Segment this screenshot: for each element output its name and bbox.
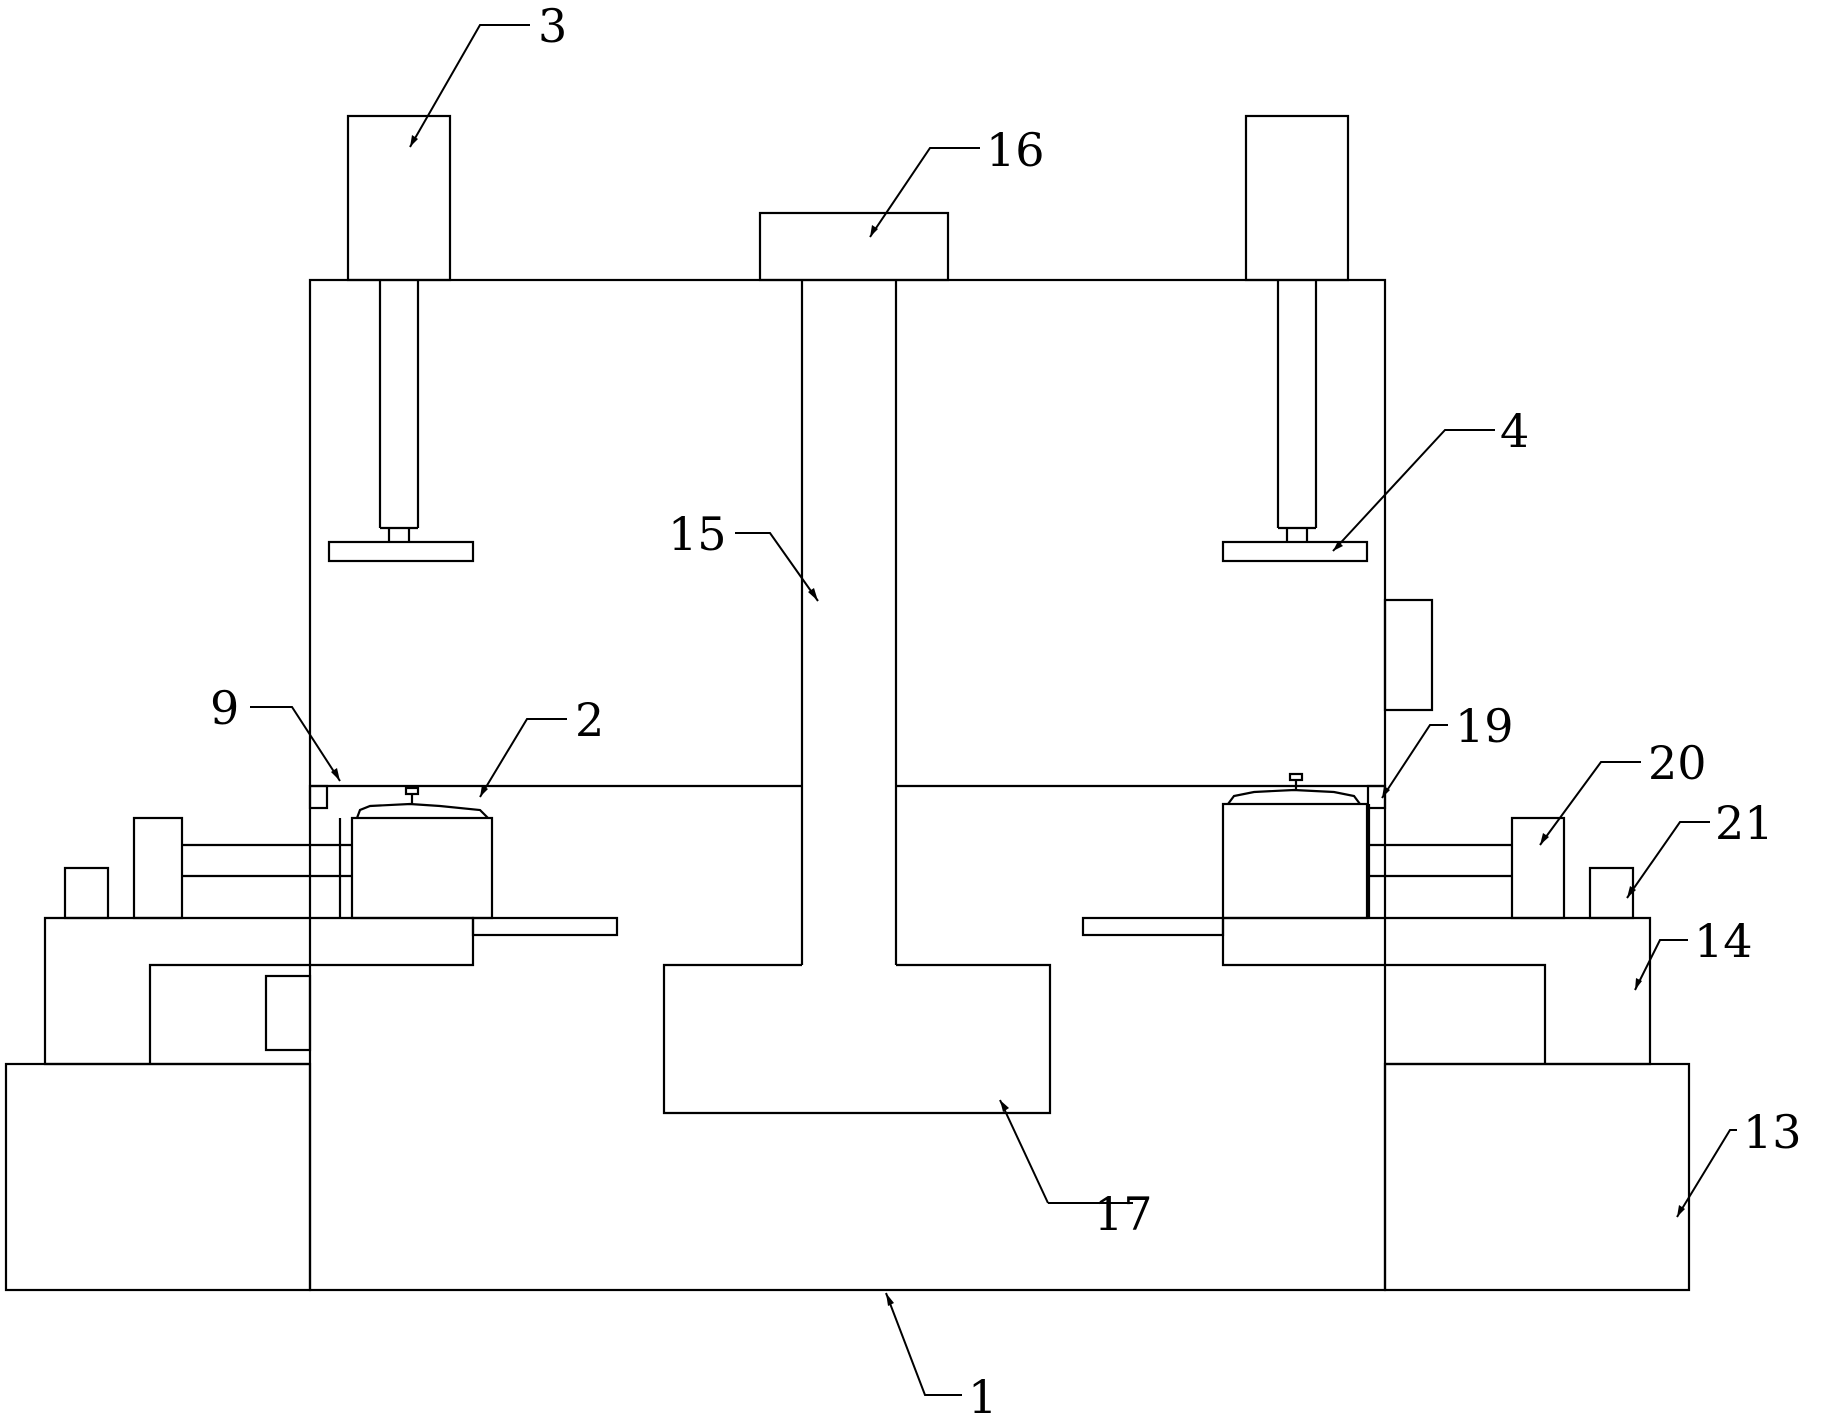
left-side-box bbox=[264, 974, 312, 1052]
left-outer-block bbox=[4, 1062, 312, 1292]
leader-14 bbox=[1634, 939, 1688, 991]
leader-9 bbox=[250, 706, 341, 782]
leader-16 bbox=[869, 147, 980, 238]
label-16: 16 bbox=[986, 123, 1045, 177]
leader-13 bbox=[1676, 1129, 1737, 1218]
left-top-motor-3 bbox=[346, 114, 452, 282]
label-14: 14 bbox=[1694, 914, 1753, 968]
leader-19 bbox=[1381, 724, 1448, 799]
center-top-motor-16 bbox=[758, 211, 950, 282]
left-press-plate bbox=[327, 540, 475, 563]
mixing-head-17 bbox=[662, 963, 1052, 1115]
label-20: 20 bbox=[1648, 736, 1707, 790]
label-15: 15 bbox=[668, 507, 727, 561]
left-corner-block-9 bbox=[308, 784, 329, 810]
left-assembly bbox=[43, 786, 619, 1066]
label-4: 4 bbox=[1500, 404, 1529, 458]
right-cylinder-rod bbox=[1276, 280, 1318, 542]
leader-20 bbox=[1539, 761, 1641, 846]
leader-15 bbox=[735, 532, 819, 602]
leader-17-diag bbox=[999, 1099, 1049, 1204]
arrowheads bbox=[331, 135, 1685, 1306]
label-9: 9 bbox=[210, 681, 239, 735]
right-corner-block-19 bbox=[1366, 784, 1387, 810]
leader-21 bbox=[1626, 821, 1710, 899]
right-outer-block-13 bbox=[1383, 1062, 1691, 1292]
callout-labels: 3 16 4 15 9 2 19 20 21 14 13 17 1 bbox=[210, 0, 1802, 1424]
base-body bbox=[308, 278, 1387, 1292]
label-17: 17 bbox=[1094, 1187, 1153, 1241]
label-1: 1 bbox=[968, 1370, 997, 1421]
label-3: 3 bbox=[538, 0, 567, 53]
right-press-plate-4 bbox=[1221, 540, 1369, 563]
leader-2 bbox=[479, 718, 567, 798]
label-19: 19 bbox=[1455, 699, 1514, 753]
label-2: 2 bbox=[575, 693, 604, 747]
left-cylinder-rod bbox=[378, 280, 420, 542]
leader-lines bbox=[250, 24, 1737, 1396]
label-21: 21 bbox=[1715, 796, 1774, 850]
central-shaft-15 bbox=[800, 280, 898, 965]
right-assembly bbox=[1081, 772, 1652, 1066]
right-side-box bbox=[1383, 598, 1434, 712]
label-13: 13 bbox=[1743, 1105, 1802, 1159]
leader-1 bbox=[885, 1292, 962, 1396]
right-top-motor bbox=[1244, 114, 1350, 282]
leader-3 bbox=[409, 24, 530, 148]
leader-4 bbox=[1332, 429, 1495, 552]
